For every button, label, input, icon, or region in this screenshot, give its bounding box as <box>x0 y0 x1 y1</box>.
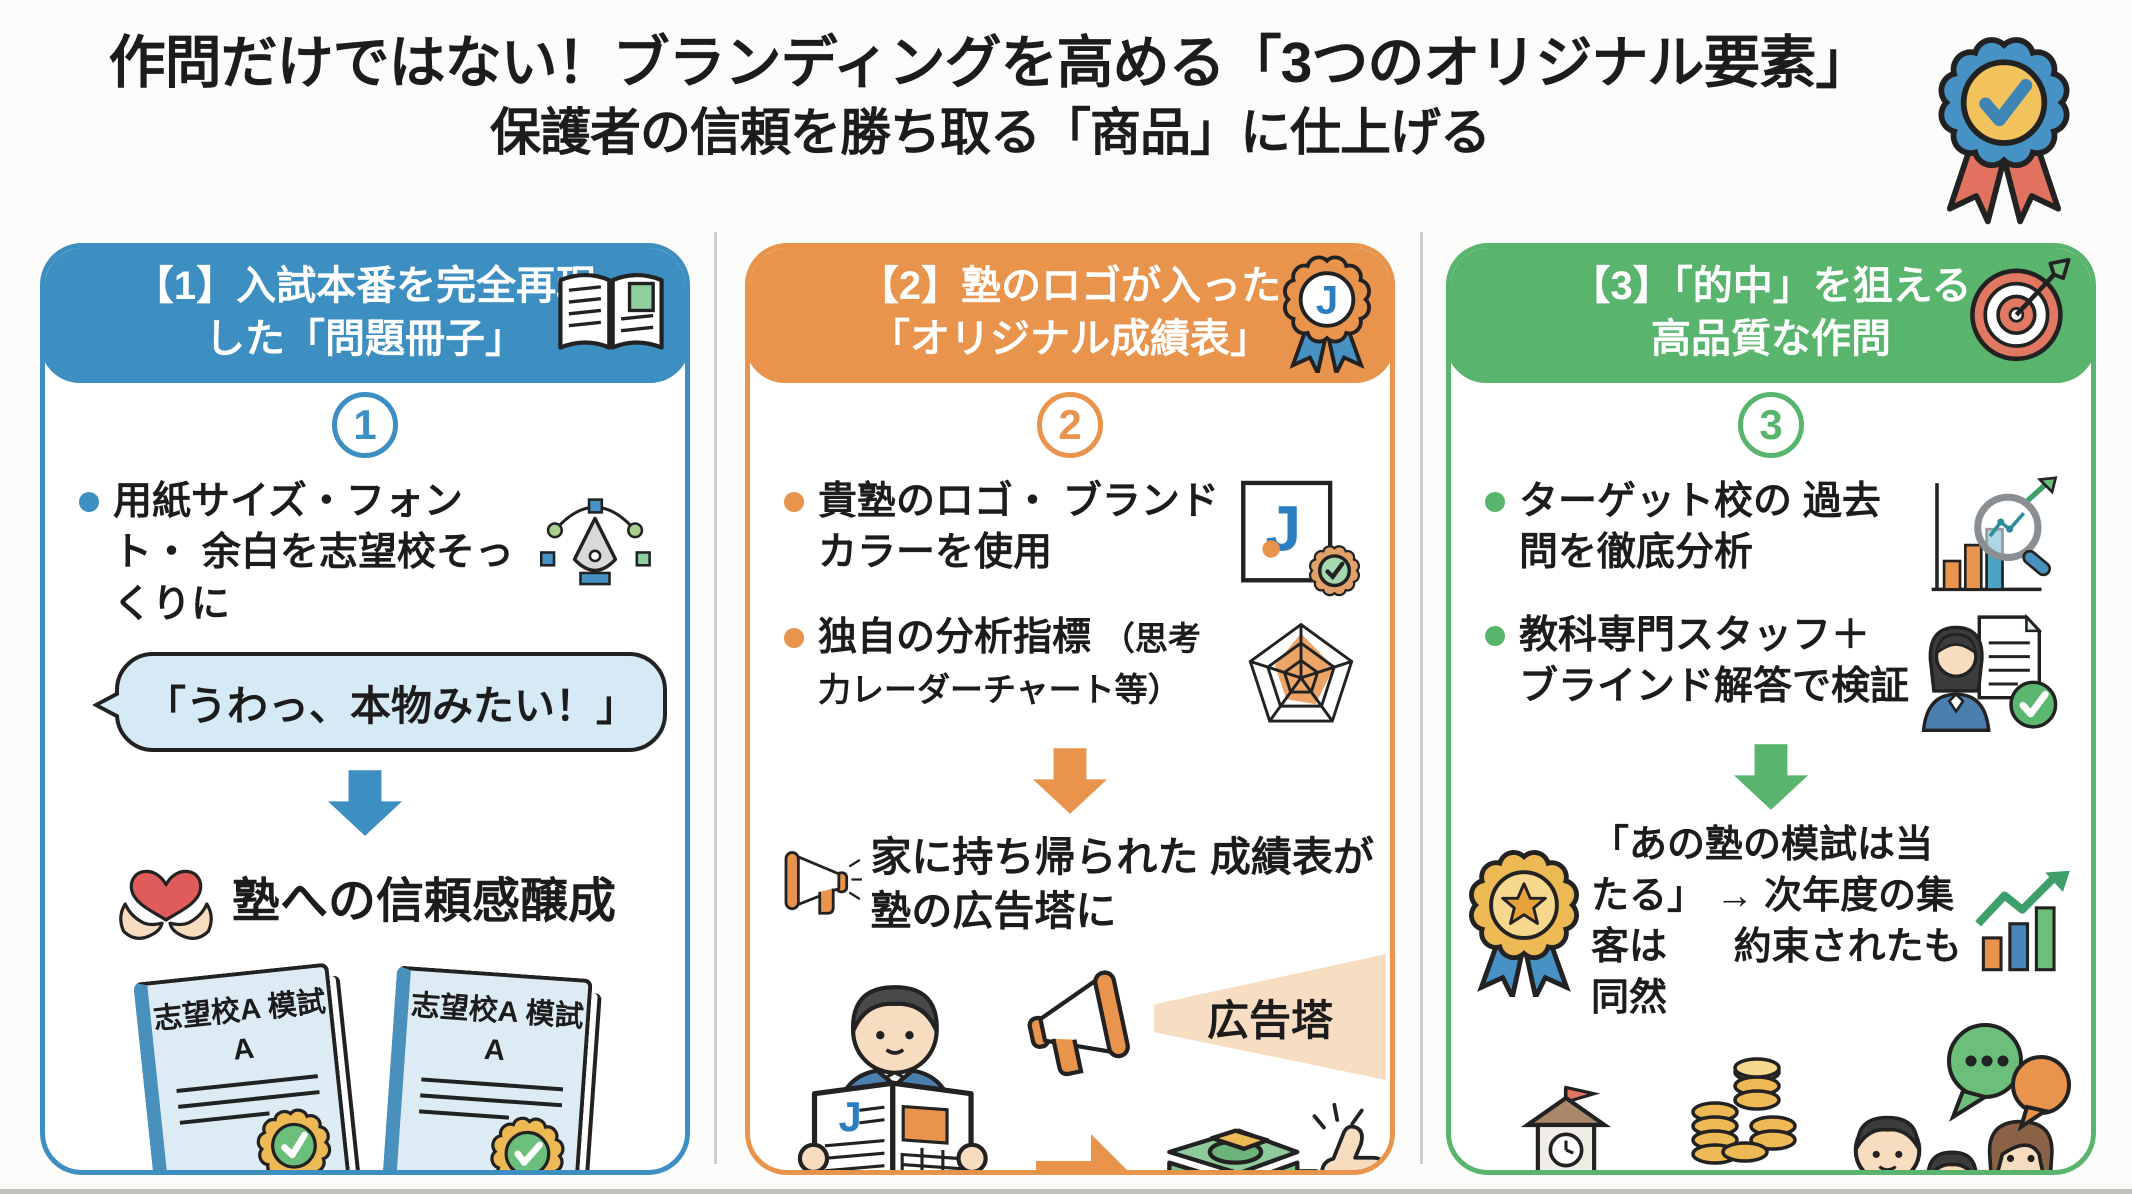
card-original-report: 【2】塾のロゴが入った 「オリジナル成績表」 J 2 貴塾のロゴ・ ブランドカラ… <box>745 243 1395 1175</box>
card3-result-line1: 「あの塾の模試は当たる」 <box>1591 824 1934 917</box>
card2-bullet2-line2: （思考力レーダーチャート等） <box>818 620 1201 709</box>
megaphone-icon <box>784 851 863 915</box>
bullet-dot <box>784 628 804 648</box>
card1-trust-row: 塾への信頼感醸成 <box>45 846 685 946</box>
right-arrow-icon <box>1036 1134 1136 1175</box>
booklets-row: 志望校A 模試A 志望校A 模試A <box>45 962 685 1170</box>
card3-header: 【3】「的中」を狙える 高品質な作問 <box>1451 248 2091 383</box>
card2-bullet2-line1: 独自の分析指標 <box>818 616 1092 659</box>
page-title: 作問だけではない！ブランディングを高める「3つのオリジナル要素」 保護者の信頼を… <box>60 26 1920 166</box>
card3-result-line3: 約束されたも同然 <box>1591 925 1962 1019</box>
card3-bullet1-line2: 過去問を徹底分析 <box>1519 480 1881 575</box>
thumbs-up-icon <box>1296 1102 1385 1170</box>
speech-bubbles-icon <box>1947 1022 2071 1131</box>
card1-header: 【1】入試本番を完全再現 した「問題冊子」 <box>45 248 685 383</box>
title-line-2: 保護者の信頼を勝ち取る「商品」に仕上げる <box>489 104 1491 162</box>
megaphone-icon <box>1013 962 1159 1088</box>
title-line-1: 作問だけではない！ブランディングを高める「3つのオリジナル要素」 <box>108 31 1873 95</box>
card2-bullet-metrics: 独自の分析指標 （思考力レーダーチャート等） <box>784 612 1364 738</box>
logo-letter: J <box>1316 277 1338 322</box>
right-arrow-icon <box>1692 1174 1796 1175</box>
card2-bullet-logo: 貴塾のロゴ・ ブランドカラーを使用 J <box>784 476 1364 602</box>
school-building-icon <box>1520 1085 1612 1170</box>
staff-document-check-icon <box>1921 613 2058 732</box>
growth-chart-icon <box>1975 870 2070 972</box>
exam-booklet-icon: 志望校A 模試A <box>379 965 593 1175</box>
bullet-dot <box>1485 492 1505 512</box>
card3-bottom-illustration <box>1451 1022 2091 1175</box>
step-number-1: 1 <box>332 392 398 458</box>
down-arrow-icon <box>1033 748 1107 814</box>
card3-result-row: 「あの塾の模試は当たる」 → 次年度の集客は 約束されたも同然 <box>1451 820 2091 1024</box>
trust-text: 塾への信頼感醸成 <box>231 875 616 929</box>
card1-header-line1: 【1】入試本番を完全再現 <box>133 264 597 309</box>
coins-icon <box>1691 1056 1797 1165</box>
booklet-title-line1: 志望校A <box>409 989 519 1030</box>
bullet-dot <box>1485 626 1505 646</box>
target-dart-icon <box>1970 258 2071 362</box>
logo-letter: J <box>839 1093 862 1140</box>
card3-bullet1-line1: ターゲット校の <box>1519 480 1793 523</box>
card1-header-line2: した「問題冊子」 <box>205 317 525 361</box>
card-high-quality-questions: 【3】「的中」を狙える 高品質な作問 3 ターゲット校の 過去問を徹底分析 <box>1446 243 2096 1175</box>
ad-beam: 広告塔 <box>1154 954 1386 1080</box>
card-exam-booklet: 【1】入試本番を完全再現 した「問題冊子」 1 用紙サイズ・フォント・ 余白を志… <box>40 243 690 1175</box>
card2-header-line2: 「オリジナル成績表」 <box>870 317 1270 361</box>
card2-megaphone-row: 家に持ち帰られた 成績表が塾の広告塔に <box>750 824 1390 942</box>
bullet-dot <box>784 492 804 512</box>
radar-chart-icon <box>1248 622 1354 723</box>
card2-header: 【2】塾のロゴが入った 「オリジナル成績表」 J <box>750 248 1390 383</box>
money-stack-icon <box>1167 1128 1300 1170</box>
card2-header-line1: 【2】塾のロゴが入った <box>858 264 1282 309</box>
card3-result-line2: → 次年度の集客は <box>1591 874 1955 968</box>
logo-card-check-icon: J <box>1241 480 1361 597</box>
card1-speech-row: 「うわっ、本物みたい！」 <box>45 630 685 760</box>
step-number-3: 3 <box>1738 392 1804 458</box>
check-rosette-icon <box>253 1106 335 1170</box>
step-number-2: 2 <box>1037 392 1103 458</box>
family-group <box>1823 1022 2075 1170</box>
man-reading-report-icon: J <box>797 985 988 1170</box>
chart-magnifier-icon <box>1931 476 2058 592</box>
open-book-icon <box>558 272 664 350</box>
card2-mega-line2: 成績表が塾の広告塔に <box>870 833 1374 934</box>
card3-header-line1: 【3】「的中」を狙える <box>1570 264 1972 309</box>
card2-bullet1-line2: ブランドカラーを使用 <box>818 480 1219 575</box>
signature-squiggle <box>409 1173 474 1175</box>
column-divider <box>1420 232 1423 1164</box>
check-rosette-icon <box>488 1115 567 1170</box>
bottom-edge-line <box>0 1189 2132 1194</box>
exam-booklet-icon: 志望校A 模試A <box>133 962 355 1170</box>
down-arrow-icon <box>1734 744 1808 810</box>
booklet-title-line1: 志望校A <box>151 993 262 1037</box>
speech-bubble: 「うわっ、本物みたい！」 <box>92 652 667 753</box>
j-rosette-badge-icon: J <box>1283 255 1371 373</box>
card3-bullet-analysis: ターゲット校の 過去問を徹底分析 <box>1485 476 2065 600</box>
card2-bullet1-line1: 貴塾のロゴ・ <box>818 480 1053 523</box>
star-medal-icon <box>1465 847 1583 997</box>
card2-mega-line1: 家に持ち帰られた <box>870 833 1199 880</box>
card3-bullet-blind-check: 教科専門スタッフ＋ ブラインド解答で検証 <box>1485 610 2065 734</box>
ribbon-check-badge-icon <box>1928 30 2080 225</box>
pen-tool-icon <box>539 498 651 586</box>
column-divider <box>714 232 717 1164</box>
card3-header-line2: 高品質な作問 <box>1651 317 1891 361</box>
card1-bullet1-line1: 用紙サイズ・フォント・ <box>113 480 463 575</box>
hands-heart-icon <box>119 870 213 941</box>
ad-beam-label: 広告塔 <box>1206 996 1333 1044</box>
card2-bottom-illustration: J 広告塔 <box>750 952 1390 1175</box>
card3-bullet2-line1: 教科専門スタッフ＋ <box>1519 614 1871 657</box>
card1-bullet1-line2: 余白を志望校そっくりに <box>113 531 514 626</box>
card3-bullet2-line2: ブラインド解答で検証 <box>1519 665 1910 709</box>
card1-bullet-paper-size: 用紙サイズ・フォント・ 余白を志望校そっくりに <box>79 476 659 630</box>
bullet-dot <box>79 492 99 512</box>
down-arrow-icon <box>328 770 402 836</box>
